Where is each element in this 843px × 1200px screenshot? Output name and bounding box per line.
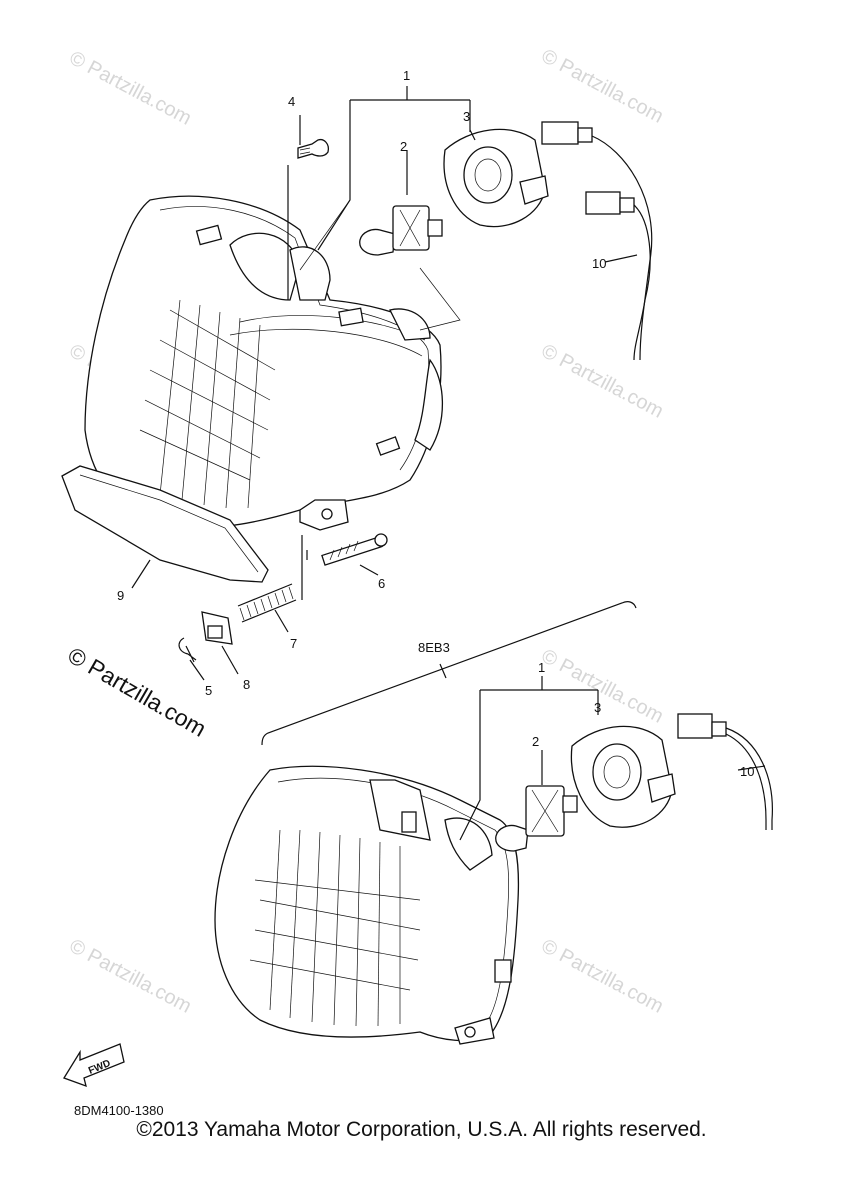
diagram-code: 8DM4100-1380 [74,1103,164,1118]
callout-10: 10 [592,256,606,271]
watermark: © Partzilla.com [538,340,667,423]
watermark: © Partzilla.com [538,645,667,728]
callout-3-lower: 3 [594,700,601,715]
watermark: © Partzilla.com [538,935,667,1018]
lower-socket-cover [570,725,676,828]
variant-bracket [261,601,637,746]
lower-headlight-assembly [214,713,773,1045]
upper-leaders [131,86,638,681]
callout-1: 1 [403,68,410,83]
lower-lens-pattern [249,829,421,1027]
callout-2: 2 [400,139,407,154]
upper-headlight-assembly [61,121,653,663]
upper-socket-cover [443,128,549,228]
callout-7: 7 [290,636,297,651]
callout-6: 6 [378,576,385,591]
nut [201,611,233,645]
lower-leaders [459,676,766,841]
adjust-bolt [321,533,388,566]
watermark: © Partzilla.com [66,47,195,130]
callout-5: 5 [205,683,212,698]
fwd-arrow-icon: FWD [63,1043,125,1088]
callout-10-lower: 10 [740,764,754,779]
watermark-main: © Partzilla.com [64,642,211,742]
variant-label: 8EB3 [418,640,450,655]
callout-3: 3 [463,109,470,124]
copyright-notice: ©2013 Yamaha Motor Corporation, U.S.A. A… [136,1118,707,1141]
callout-2-lower: 2 [532,734,539,749]
clip [178,637,197,663]
upper-wire-harness [541,121,653,361]
callout-8: 8 [243,677,250,692]
upper-bulb [359,205,443,256]
callout-1-lower: 1 [538,660,545,675]
visor [61,465,269,583]
screw [297,138,330,159]
spring [237,583,297,623]
watermark: © Partzilla.com [538,45,667,128]
watermark: © Partzilla.com [66,935,195,1018]
lower-bulb [495,785,578,852]
callout-4: 4 [288,94,295,109]
lower-headlight-lens [214,765,520,1042]
callout-9: 9 [117,588,124,603]
lower-wire-harness [677,713,773,830]
upper-lens-pattern [139,299,276,509]
